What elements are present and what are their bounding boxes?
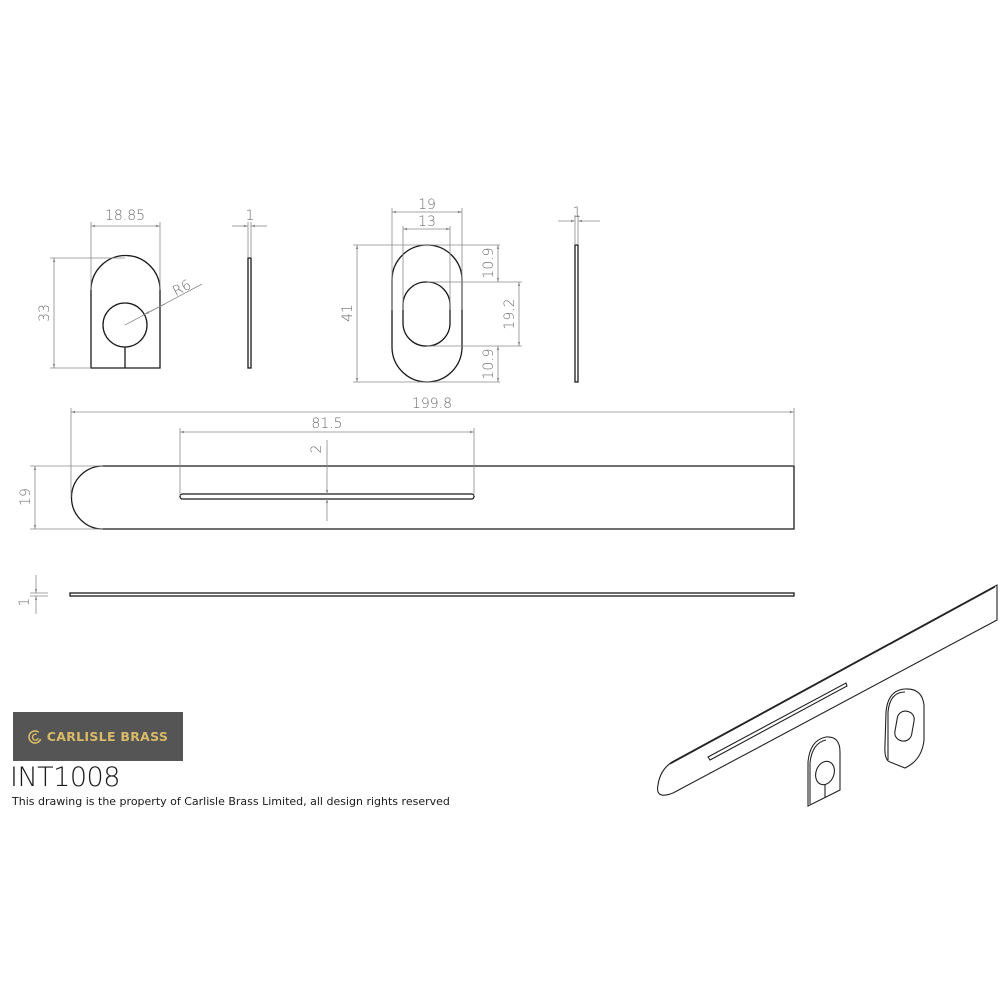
dim-oval-top-offset: 10.9 (481, 247, 497, 278)
dim-bar-height: 19 (18, 488, 34, 506)
dim-small-width: 18.85 (105, 208, 145, 224)
isometric-view (657, 584, 998, 807)
small-escutcheon-side-view: 1 (232, 208, 267, 369)
brand-name: CARLISLE BRASS (46, 729, 169, 744)
oval-escutcheon-side-view: 1 (558, 205, 600, 383)
dim-oval-bottom-offset: 10.9 (481, 348, 497, 379)
dim-small-thickness: 1 (246, 208, 255, 224)
dim-bar-thickness: 1 (17, 598, 33, 607)
oval-escutcheon-front-view: 19 13 41 10.9 19.2 10.9 (340, 197, 522, 383)
dim-oval-height: 41 (340, 304, 356, 322)
dim-small-radius: R6 (170, 277, 194, 300)
copyright-notice: This drawing is the property of Carlisle… (12, 795, 450, 808)
dim-slot-width: 2 (309, 445, 325, 454)
dim-small-height: 33 (37, 304, 53, 322)
dim-slot-length: 81.5 (311, 416, 342, 432)
small-escutcheon-front-view: 18.85 33 R6 (37, 208, 203, 369)
bar-side-view: 1 (17, 575, 795, 614)
dim-oval-outer-width: 19 (418, 197, 436, 213)
brand-logo: CARLISLE BRASS (13, 712, 183, 761)
bar-front-view: 199.8 81.5 2 19 (18, 396, 795, 530)
dim-oval-thickness: 1 (573, 205, 582, 221)
dim-oval-slot-height: 19.2 (502, 298, 518, 329)
part-number: INT1008 (10, 762, 120, 793)
dim-oval-inner-width: 13 (418, 214, 436, 230)
carlisle-brass-logo-icon (27, 729, 42, 744)
dim-bar-length: 199.8 (412, 396, 452, 412)
